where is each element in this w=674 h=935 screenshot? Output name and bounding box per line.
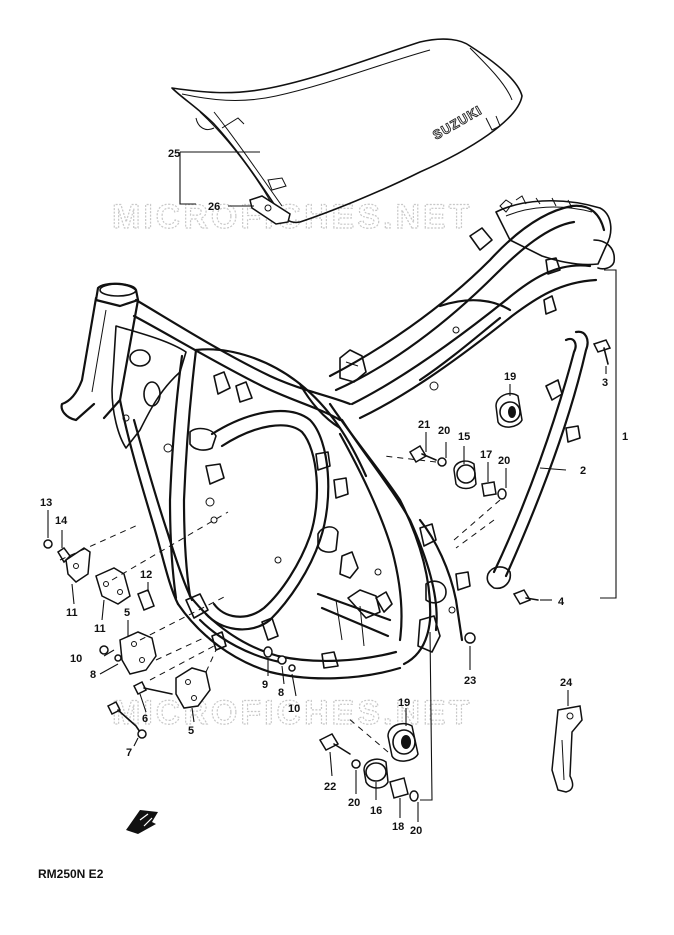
upper-mount-hardware — [408, 444, 507, 500]
callout-20-b: 20 — [498, 455, 510, 467]
bolt-4-part — [512, 589, 539, 605]
callout-6: 6 — [142, 713, 148, 725]
callout-11-a: 11 — [66, 607, 78, 619]
callout-5-a: 5 — [124, 607, 130, 619]
callout-21: 21 — [418, 419, 430, 431]
callout-7: 7 — [126, 747, 132, 759]
callout-8-b: 8 — [278, 687, 284, 699]
subframe-arm-part — [486, 330, 589, 590]
engine-mount-left — [43, 539, 211, 739]
seat-brand-text: SUZUKI — [430, 102, 485, 142]
bushing-19-upper — [495, 392, 523, 428]
callout-9: 9 — [262, 679, 268, 691]
callout-2: 2 — [580, 465, 586, 477]
frame-small-hardware — [263, 632, 476, 672]
callout-1: 1 — [622, 431, 628, 443]
callout-13: 13 — [40, 497, 52, 509]
watermark-top: MICROFICHES.NET — [112, 198, 472, 236]
callout-25: 25 — [168, 148, 180, 160]
callout-20-c: 20 — [348, 797, 360, 809]
callout-20-a: 20 — [438, 425, 450, 437]
callout-16: 16 — [370, 805, 382, 817]
main-frame — [60, 195, 616, 680]
lower-mount-hardware — [318, 733, 419, 802]
bushing-19-lower — [387, 722, 419, 762]
callout-26: 26 — [208, 201, 220, 213]
callout-10-b: 10 — [288, 703, 300, 715]
callout-numbers: 25 26 1 2 3 4 19 21 20 15 17 20 13 14 12… — [40, 148, 628, 837]
callout-10-a: 10 — [70, 653, 82, 665]
callout-19-upper: 19 — [504, 371, 516, 383]
bolt-3-part — [592, 339, 612, 365]
callout-15: 15 — [458, 431, 470, 443]
model-code-label: RM250N E2 — [38, 867, 104, 881]
callout-8-a: 8 — [90, 669, 96, 681]
callout-24: 24 — [560, 677, 573, 689]
callout-18: 18 — [392, 821, 404, 833]
callout-14: 14 — [55, 515, 68, 527]
callout-12: 12 — [140, 569, 152, 581]
callout-22: 22 — [324, 781, 336, 793]
callout-3: 3 — [602, 377, 608, 389]
seat-fastener-part — [249, 195, 291, 225]
front-arrow-icon — [126, 810, 158, 834]
callout-4: 4 — [558, 596, 565, 608]
callout-17: 17 — [480, 449, 492, 461]
leader-lines — [47, 151, 617, 822]
footrest-bracket-part — [551, 705, 583, 793]
callout-20-d: 20 — [410, 825, 422, 837]
callout-23: 23 — [464, 675, 476, 687]
seat-assembly: SUZUKI — [171, 38, 523, 224]
callout-11-b: 11 — [94, 623, 106, 635]
callout-19-lower: 19 — [398, 697, 410, 709]
callout-5-b: 5 — [188, 725, 194, 737]
